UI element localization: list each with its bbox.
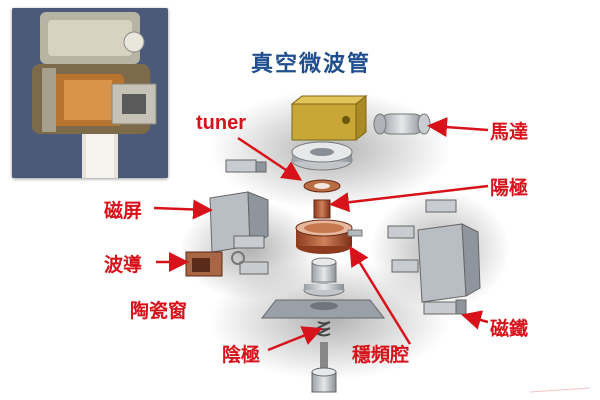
cavity-part (295, 219, 363, 254)
cathode-part (311, 342, 337, 393)
left-magnetic-shield (209, 159, 269, 275)
label-anode: 陽極 (490, 177, 529, 199)
arrow-anode (329, 184, 489, 213)
label-tuner: tuner (196, 112, 246, 134)
right-magnetic-shield (387, 199, 481, 303)
annotation-arrows (153, 117, 489, 352)
arrow-shield (153, 199, 213, 220)
magnetron-photo (12, 8, 168, 178)
label-magnetic-shield: 磁屏 (104, 200, 143, 222)
motor-part (373, 113, 431, 135)
magnet-part (423, 299, 467, 315)
arrow-tuner (237, 136, 303, 181)
spring-part (315, 321, 331, 337)
arrow-cavity (349, 245, 412, 345)
base-plate (260, 299, 386, 319)
label-waveguide: 波導 (104, 254, 143, 276)
tuner-block (290, 94, 368, 142)
diagram-title: 真空微波管 (251, 52, 372, 77)
lower-stack (303, 257, 345, 297)
anode-part (313, 199, 331, 219)
waveguide-part (185, 251, 245, 277)
arrow-motor (427, 117, 489, 138)
label-ceramic-window: 陶瓷窗 (130, 300, 188, 322)
arrow-cathode (267, 326, 323, 352)
label-cathode: 陰極 (222, 344, 261, 366)
copper-ring (303, 179, 341, 193)
top-disk (291, 141, 353, 171)
label-motor: 馬達 (490, 121, 529, 143)
magnetron-photo-drawing (12, 8, 168, 178)
corner-mark (529, 387, 591, 393)
label-magnet: 磁鐵 (490, 318, 529, 340)
label-stabilizing-cavity: 穩頻腔 (352, 344, 410, 366)
arrow-magnet (461, 310, 489, 330)
